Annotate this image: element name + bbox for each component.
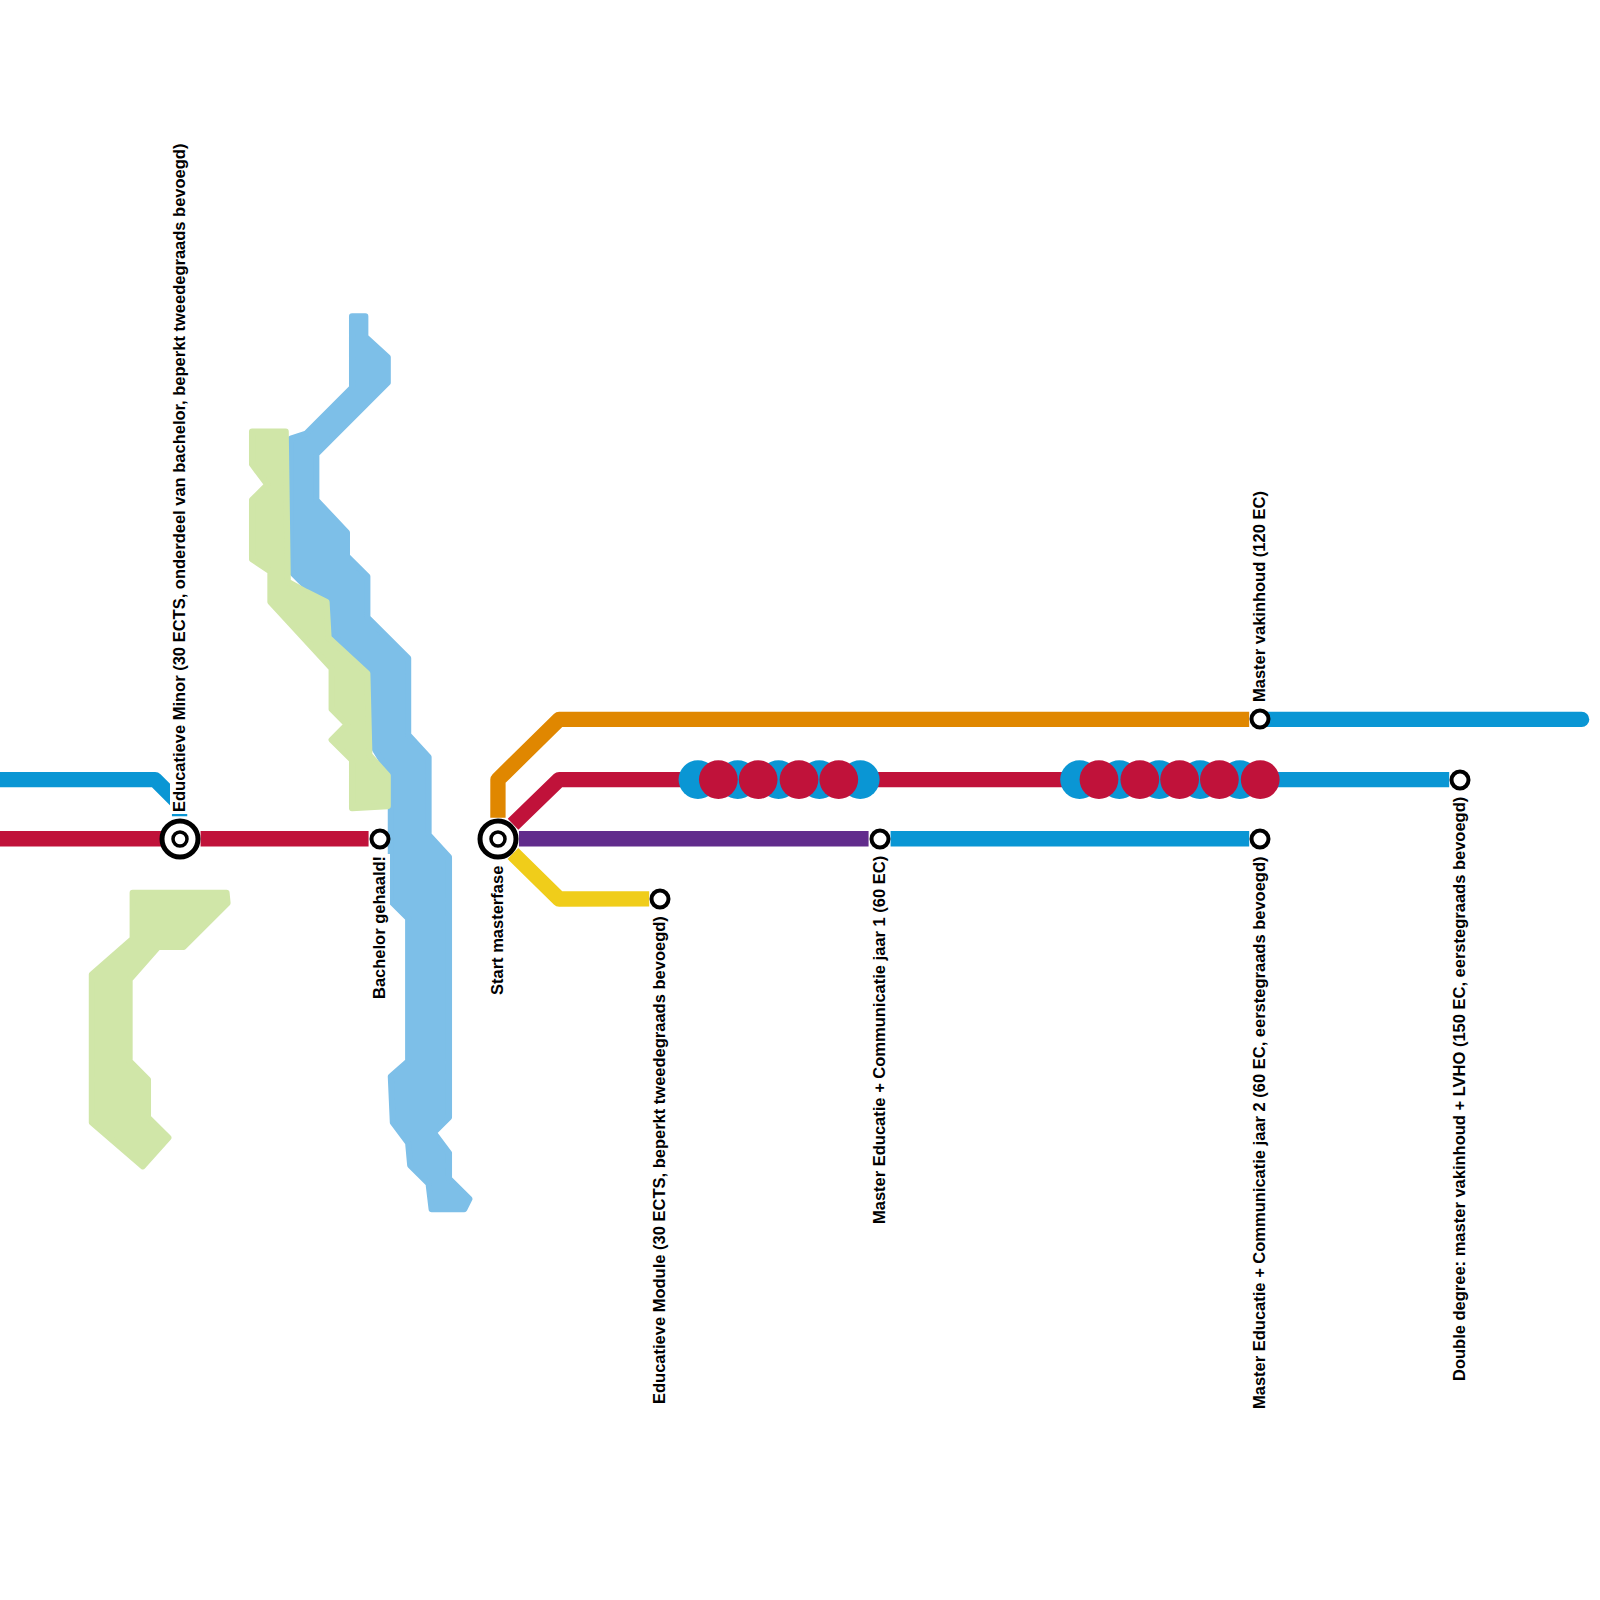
metro-connector [201, 838, 369, 839]
metro-line [1265, 712, 1581, 727]
station-marker: Bachelor gehaald! [369, 828, 391, 850]
station-label: Master vakinhoud (120 EC) [1250, 489, 1270, 704]
station-marker: Master Educatie + Communicatie jaar 1 (6… [869, 828, 891, 850]
line-segment [513, 853, 649, 898]
station-label: Master Educatie + Communicatie jaar 2 (6… [1250, 854, 1270, 1411]
station-ring [159, 818, 201, 860]
metro-connector [513, 780, 1449, 825]
metro-connector [519, 838, 869, 839]
metro-line [0, 831, 173, 846]
station-ring [477, 818, 519, 860]
station-ring [869, 828, 891, 850]
station-label: Bachelor gehaald! [370, 854, 390, 1001]
metro-connector [498, 719, 1249, 817]
metro-connector [891, 838, 1250, 839]
metro-connector [513, 853, 649, 898]
station-label: Start masterfase [488, 863, 508, 996]
line-segment [498, 719, 1249, 817]
station-label: Educatieve Minor (30 ECTS, onderdeel van… [170, 141, 190, 813]
line-segment [519, 831, 869, 846]
line-segment [1260, 772, 1449, 787]
station-marker: Double degree: master vakinhoud + LVHO (… [1449, 769, 1471, 791]
red-dots [699, 760, 1280, 799]
blue-dots [679, 760, 1260, 799]
station-marker: Educatieve Module (30 ECTS, beperkt twee… [649, 888, 671, 910]
station-ring [649, 888, 671, 910]
metro-line [0, 780, 180, 817]
park-shape [92, 893, 228, 1166]
station-ring [1249, 828, 1271, 850]
line-segment [891, 831, 1250, 846]
interchange-station: Educatieve Minor (30 ECTS, onderdeel van… [159, 818, 201, 860]
station-label: Educatieve Module (30 ECTS, beperkt twee… [650, 914, 670, 1406]
station-label: Double degree: master vakinhoud + LVHO (… [1450, 794, 1470, 1382]
park-shape [252, 432, 388, 809]
station-ring [1449, 769, 1471, 791]
station-label: Master Educatie + Communicatie jaar 1 (6… [870, 854, 890, 1226]
interchange-station: Start masterfase [477, 818, 519, 860]
line-segment [201, 831, 369, 846]
station-ring [1249, 708, 1271, 730]
station-ring [369, 828, 391, 850]
station-marker: Master vakinhoud (120 EC) [1249, 708, 1271, 730]
station-marker: Master Educatie + Communicatie jaar 2 (6… [1249, 828, 1271, 850]
